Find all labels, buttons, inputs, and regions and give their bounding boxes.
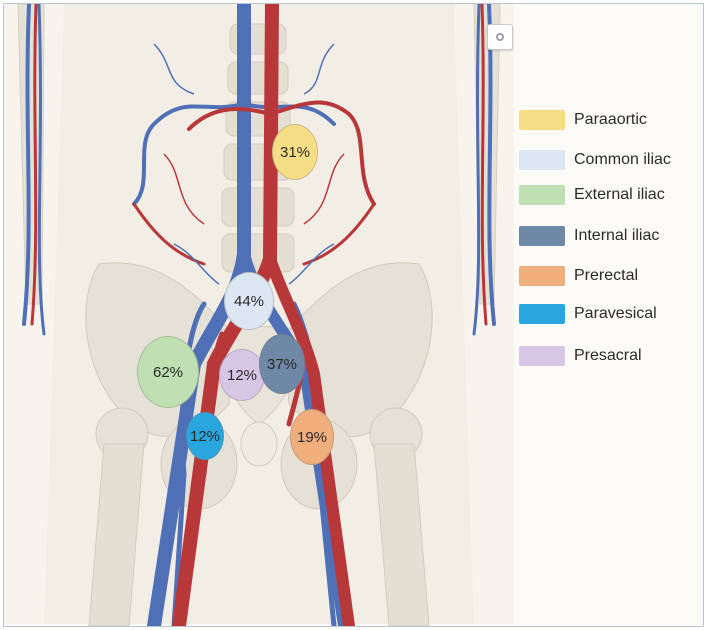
legend-swatch — [519, 150, 565, 170]
legend-label: Paraaortic — [574, 111, 647, 128]
legend-item-prerectal: Prerectal — [519, 264, 638, 288]
figure-frame: 31% 44% 62% 12% 37% 12% 19% Paraaortic C… — [3, 3, 704, 627]
node-internal-iliac: 37% — [259, 334, 305, 394]
legend-label: Presacral — [574, 347, 642, 364]
node-paravesical-value: 12% — [189, 427, 221, 445]
node-external-iliac: 62% — [137, 336, 199, 408]
legend-label: External iliac — [574, 186, 665, 203]
node-common-iliac-value: 44% — [233, 292, 265, 310]
node-common-iliac: 44% — [224, 272, 274, 330]
legend-item-external-iliac: External iliac — [519, 183, 665, 207]
node-prerectal: 19% — [290, 409, 334, 465]
legend-item-paravesical: Paravesical — [519, 302, 657, 326]
legend-swatch — [519, 346, 565, 366]
femurs — [88, 443, 430, 626]
legend-item-common-iliac: Common iliac — [519, 148, 671, 172]
vessel-branches — [153, 43, 345, 285]
node-paravesical: 12% — [186, 412, 224, 460]
legend-swatch — [519, 226, 565, 246]
legend-label: Paravesical — [574, 305, 657, 322]
legend-label: Internal iliac — [574, 227, 660, 244]
node-presacral-value: 12% — [226, 366, 258, 384]
legend-item-presacral: Presacral — [519, 344, 642, 368]
zoom-button[interactable] — [487, 24, 513, 50]
legend-label: Prerectal — [574, 267, 639, 284]
node-paraaortic: 31% — [272, 124, 318, 180]
legend-swatch — [519, 304, 565, 324]
legend-swatch — [519, 110, 565, 130]
node-external-iliac-value: 62% — [152, 363, 184, 381]
node-prerectal-value: 19% — [296, 428, 328, 446]
node-internal-iliac-value: 37% — [266, 355, 298, 373]
legend-item-paraaortic: Paraaortic — [519, 108, 647, 132]
node-paraaortic-value: 31% — [279, 143, 311, 161]
legend-swatch — [519, 266, 565, 286]
pelvic-anatomy-illustration — [4, 4, 514, 626]
arm-bones — [17, 4, 501, 305]
legend-item-internal-iliac: Internal iliac — [519, 224, 659, 248]
zoom-icon — [496, 33, 504, 41]
legend-label: Common iliac — [574, 151, 671, 168]
node-presacral: 12% — [219, 349, 265, 401]
legend-swatch — [519, 185, 565, 205]
